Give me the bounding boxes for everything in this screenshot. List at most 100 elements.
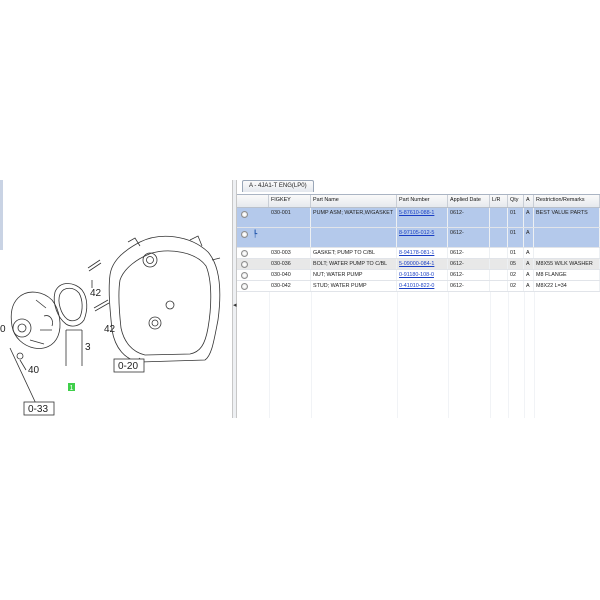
callout-3: 3 xyxy=(85,342,91,353)
header-select xyxy=(237,195,269,207)
column-guide xyxy=(269,292,270,418)
cell-applied-date: 0612- xyxy=(448,248,490,258)
table-row[interactable]: 030-036 BOLT; WATER PUMP TO C/BL 5-09000… xyxy=(237,259,600,270)
cell-part-number-link[interactable]: 8-94178-081-1 xyxy=(397,248,448,258)
cell-a: A xyxy=(524,281,534,291)
timing-cover-inner xyxy=(118,250,212,356)
cover-hole-low-inner xyxy=(151,319,159,327)
header-a[interactable]: A xyxy=(524,195,534,207)
cell-qty: 01 xyxy=(508,228,524,247)
pump-pulley-hub xyxy=(12,318,32,338)
column-guide xyxy=(311,292,312,418)
cell-part-number-link[interactable]: 5-87610-088-1 xyxy=(397,208,448,227)
cell-lr xyxy=(490,270,508,280)
header-lr[interactable]: L/R xyxy=(490,195,508,207)
cell-figkey: 030-003 xyxy=(269,248,311,258)
header-part-name[interactable]: Part Name xyxy=(311,195,397,207)
cell-lr xyxy=(490,281,508,291)
bolt-leader xyxy=(65,329,83,366)
cell-applied-date: 0612- xyxy=(448,208,490,227)
row-radio[interactable] xyxy=(241,231,248,238)
leader-0-33 xyxy=(9,347,39,409)
row-radio[interactable] xyxy=(241,283,248,290)
column-guide xyxy=(490,292,491,418)
gasket-inner xyxy=(58,287,83,322)
left-edge-strip xyxy=(0,180,3,250)
cell-part-name: NUT; WATER PUMP xyxy=(311,270,397,280)
cover-hole-top xyxy=(142,252,158,268)
cell-qty: 02 xyxy=(508,270,524,280)
tree-branch-icon: ┡ xyxy=(253,231,258,238)
cell-figkey: 030-001 xyxy=(269,208,311,227)
cell-remarks: M8X22 L=34 xyxy=(534,281,600,291)
gasket-outline xyxy=(53,283,88,327)
table-row[interactable]: 030-001 PUMP ASM; WATER,W/GASKET 5-87610… xyxy=(237,208,600,228)
cell-part-number-link[interactable]: 5-09000-084-1 xyxy=(397,259,448,269)
cell-figkey xyxy=(269,228,311,247)
cover-hole-mid xyxy=(165,300,175,310)
row-radio[interactable] xyxy=(241,250,248,257)
column-guide xyxy=(508,292,509,418)
cell-part-number-link[interactable]: 0-41010-822-0 xyxy=(397,281,448,291)
header-applied-date[interactable]: Applied Date xyxy=(448,195,490,207)
header-part-number[interactable]: Part Number xyxy=(397,195,448,207)
cell-applied-date: 0612- xyxy=(448,281,490,291)
pump-details xyxy=(29,299,53,345)
cell-part-number-link[interactable]: 8-97105-012-5 xyxy=(397,228,448,247)
cell-lr xyxy=(490,228,508,247)
stud-lower xyxy=(93,299,110,312)
cell-part-name: PUMP ASM; WATER,W/GASKET xyxy=(311,208,397,227)
callout-box-0-33 xyxy=(23,401,55,416)
callout-1: 1 xyxy=(70,385,74,392)
cell-remarks xyxy=(534,228,600,247)
cell-a: A xyxy=(524,248,534,258)
stud-upper xyxy=(87,259,102,272)
cell-lr xyxy=(490,259,508,269)
cell-qty: 01 xyxy=(508,208,524,227)
callout-box-0-20 xyxy=(113,358,145,373)
cover-hole-low xyxy=(148,316,162,330)
water-pump-body xyxy=(10,291,61,349)
column-guide xyxy=(397,292,398,418)
cell-lr xyxy=(490,208,508,227)
row-radio[interactable] xyxy=(241,272,248,279)
callout-0-33: 0-33 xyxy=(28,404,48,415)
cell-a: A xyxy=(524,208,534,227)
table-row[interactable]: ┡ 8-97105-012-5 0612- 01 A xyxy=(237,228,600,248)
cell-figkey: 030-036 xyxy=(269,259,311,269)
row-radio[interactable] xyxy=(241,211,248,218)
timing-cover-outline xyxy=(108,235,221,363)
cell-applied-date: 0612- xyxy=(448,270,490,280)
callout-42-lower: 42 xyxy=(104,324,116,335)
cell-applied-date: 0612- xyxy=(448,259,490,269)
cell-part-name: STUD; WATER PUMP xyxy=(311,281,397,291)
cell-a: A xyxy=(524,228,534,247)
cell-part-number-link[interactable]: 0-91180-108-0 xyxy=(397,270,448,280)
cell-a: A xyxy=(524,259,534,269)
table-row[interactable]: 030-003 GASKET; PUMP TO C/BL 8-94178-081… xyxy=(237,248,600,259)
cell-qty: 01 xyxy=(508,248,524,258)
callout-40: 40 xyxy=(28,365,40,376)
header-figkey[interactable]: FIGKEY xyxy=(269,195,311,207)
cell-remarks xyxy=(534,248,600,258)
tab-engine[interactable]: A - 4JA1-T ENG(LP0) xyxy=(242,180,314,192)
cell-figkey: 030-042 xyxy=(269,281,311,291)
callout-42-upper: 42 xyxy=(90,288,102,299)
cell-qty: 05 xyxy=(508,259,524,269)
nut-40 xyxy=(16,352,24,360)
callout-0: 0 xyxy=(0,324,6,335)
row-radio[interactable] xyxy=(241,261,248,268)
table-row[interactable]: 030-042 STUD; WATER PUMP 0-41010-822-0 0… xyxy=(237,281,600,292)
header-remarks[interactable]: Restriction/Remarks xyxy=(534,195,600,207)
cell-remarks: M8 FLANGE xyxy=(534,270,600,280)
collapse-left-icon[interactable]: ◂ xyxy=(233,302,237,309)
header-qty[interactable]: Qty xyxy=(508,195,524,207)
cell-part-name: BOLT; WATER PUMP TO C/BL xyxy=(311,259,397,269)
parts-diagram[interactable]: 42 42 0 3 40 0-20 0-33 1 xyxy=(0,180,234,420)
pane-splitter[interactable]: ◂ xyxy=(232,180,237,418)
cell-a: A xyxy=(524,270,534,280)
cell-lr xyxy=(490,248,508,258)
callout-box-1-highlight xyxy=(68,383,75,391)
column-guide xyxy=(524,292,525,418)
table-row[interactable]: 030-040 NUT; WATER PUMP 0-91180-108-0 06… xyxy=(237,270,600,281)
